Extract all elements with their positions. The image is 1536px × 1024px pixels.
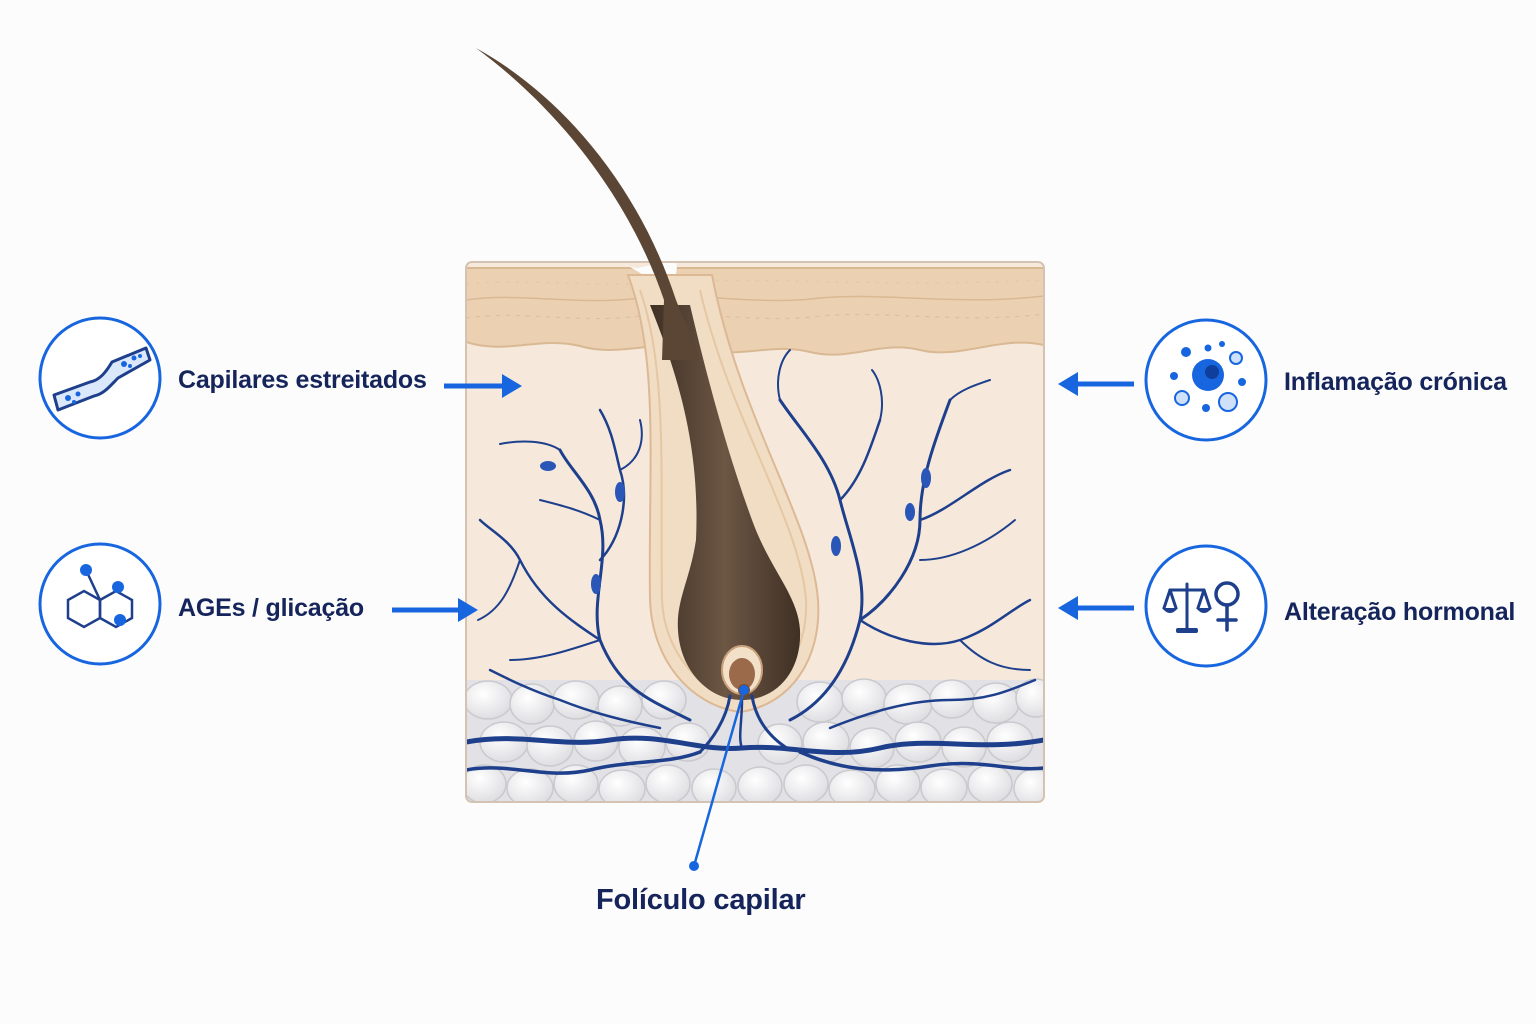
blood-vessels <box>466 349 1044 775</box>
hair-shaft <box>476 48 676 300</box>
arrow-hormonal <box>1058 596 1134 620</box>
skin-cross-section <box>466 262 1044 802</box>
hair-root <box>650 305 801 700</box>
follicle-pointer <box>689 685 749 871</box>
molecule-icon <box>38 542 162 666</box>
skin-block-outline <box>465 261 1045 803</box>
label-hormonal: Alteração hormonal <box>1284 598 1516 626</box>
narrowed-capillary-icon <box>38 316 162 440</box>
inflammatory-cells-icon <box>1144 318 1268 442</box>
label-ages: AGEs / glicação <box>178 594 364 622</box>
arrow-capillaries <box>444 374 522 398</box>
arrow-ages <box>392 598 478 622</box>
arrow-inflammation <box>1058 372 1134 396</box>
label-capillaries: Capilares estreitados <box>178 366 427 394</box>
epidermis-layer <box>466 267 1044 356</box>
label-follicle: Folículo capilar <box>596 884 806 916</box>
label-inflammation: Inflamação crónica <box>1284 368 1507 396</box>
scale-and-female-symbol-icon <box>1144 544 1268 668</box>
